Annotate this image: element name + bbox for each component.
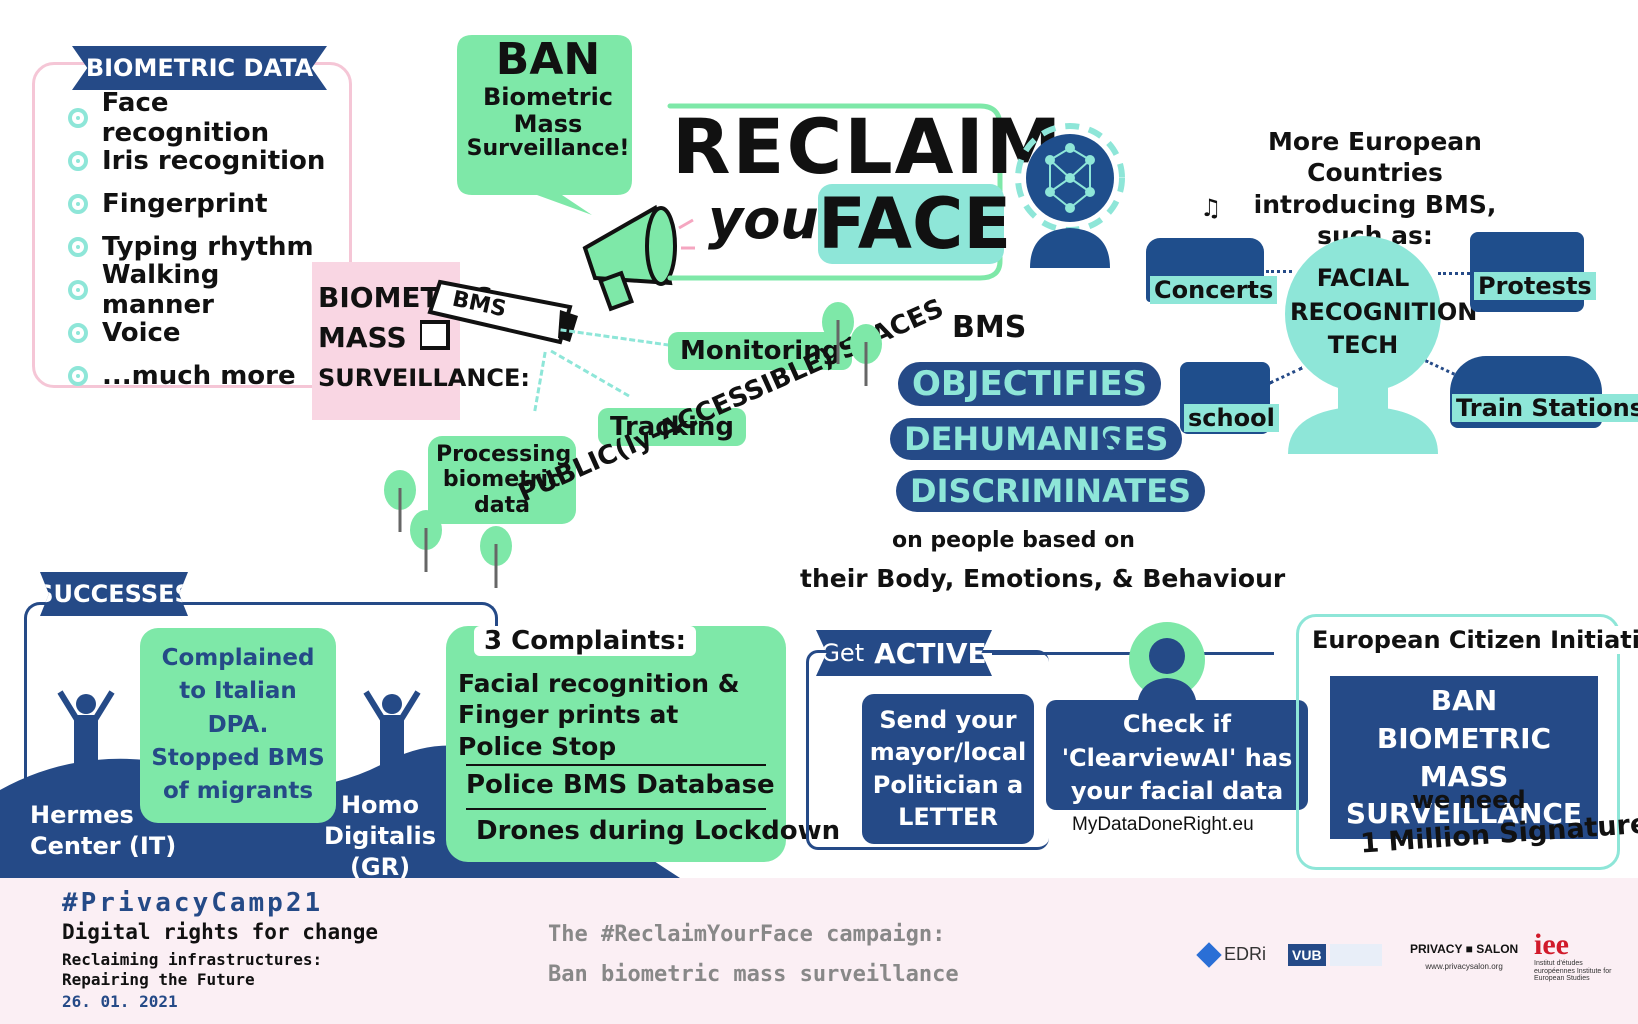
list-item: Iris recognition [68, 139, 338, 182]
headline-reclaim: RECLAIM [672, 102, 1064, 191]
clearview-card: Check if 'ClearviewAI' has your facial d… [1046, 700, 1308, 810]
spiral-bullet-icon [68, 236, 88, 257]
head-network-icon [1015, 123, 1125, 268]
successes-bubble: Complained to Italian DPA. Stopped BMS o… [140, 628, 336, 823]
footer-sub2: Repairing the Future [62, 970, 255, 989]
spiral-bullet-icon [68, 150, 88, 171]
hermes-label: Hermes Center (IT) [30, 801, 177, 861]
biometric-data-list: Face recognition Iris recognition Finger… [68, 88, 338, 397]
effect-amp: & [1100, 426, 1127, 461]
footer-date: 26. 01. 2021 [62, 992, 178, 1011]
edri-logo: EDRi [1196, 941, 1266, 968]
campaign-line1: The #ReclaimYourFace campaign: [548, 922, 946, 947]
effects-line2: their Body, Emotions, & Behaviour [800, 564, 1286, 593]
tracking-label: Tracking [598, 408, 746, 446]
tree-icon [384, 470, 416, 532]
complaints-box [446, 626, 786, 862]
fr-tech-head-icon [1285, 236, 1441, 454]
tree-icon [850, 324, 882, 386]
complaint-divider [466, 808, 766, 810]
iee-logo: iee Institut d'études européennes Instit… [1534, 928, 1612, 983]
get-active-title: Get ACTIVE [816, 630, 992, 676]
complaint-item: Police BMS Database [466, 770, 775, 800]
european-heading: More European Countries introducing BMS,… [1253, 127, 1497, 250]
headline-face: FACE [818, 183, 1012, 265]
list-item: Face recognition [68, 88, 338, 148]
school-label: school [1184, 404, 1279, 432]
ban-bubble-text: BAN Biometric Mass Surveillance! [466, 34, 630, 162]
successes-title: SUCCESSES [40, 572, 188, 616]
mydata-link[interactable]: MyDataDoneRight.eu [1072, 814, 1254, 835]
spiral-bullet-icon [68, 193, 88, 214]
edri-diamond-icon [1196, 941, 1222, 968]
camera-icon [420, 279, 578, 350]
train-label: Train Stations [1452, 394, 1638, 422]
effects-line1: on people based on [892, 528, 1135, 553]
spiral-bullet-icon [68, 107, 88, 128]
dashed-connector [550, 349, 630, 398]
eci-title: European Citizen Initiative [1306, 626, 1638, 654]
list-item: ...much more [68, 354, 338, 397]
effect-objectifies: OBJECTIFIES [898, 362, 1162, 406]
effect-dehumanises: DEHUMANISES [890, 418, 1183, 460]
dotted-connector [1438, 272, 1470, 275]
spiral-bullet-icon [68, 279, 88, 300]
list-item: Voice [68, 311, 338, 354]
homo-label: Homo Digitalis (GR) [324, 791, 436, 882]
dotted-connector [1266, 270, 1292, 273]
list-item: Walking manner [68, 260, 338, 320]
privacy-salon-mark: ■ [1465, 942, 1473, 956]
concerts-label: Concerts [1150, 276, 1278, 304]
complaint-item: Drones during Lockdown [476, 816, 841, 846]
footer-tagline: Digital rights for change [62, 920, 379, 944]
person-cheer-icon [363, 690, 421, 788]
processing-label: Processing biometric data [428, 436, 576, 524]
list-item: Typing rhythm [68, 225, 338, 268]
sign-post [1556, 760, 1564, 790]
ban-speech-bubble [457, 35, 632, 215]
complaint-divider [466, 764, 766, 766]
tree-icon [822, 302, 854, 364]
spiral-bullet-icon [68, 322, 88, 343]
monitoring-label: Monitoring [668, 332, 853, 370]
music-note-icon: ♫ [1200, 194, 1222, 222]
letter-card: Send your mayor/local Politician a LETTE… [862, 694, 1034, 844]
sign-post [1364, 760, 1372, 790]
tree-icon [480, 526, 512, 588]
privacy-salon-logo: PRIVACY ■ SALON www.privacysalon.org [1410, 942, 1519, 971]
tree-icon [410, 510, 442, 572]
list-item: Fingerprint [68, 182, 338, 225]
fr-tech-label: FACIAL RECOGNITION TECH [1290, 264, 1478, 360]
complaint-item: Facial recognition & Finger prints at Po… [458, 669, 740, 761]
megaphone-icon [582, 204, 695, 312]
campaign-line2: Ban biometric mass surveillance [548, 962, 959, 987]
person-avatar-icon [1129, 622, 1205, 710]
signatures-line1: we need [1412, 786, 1526, 814]
biometric-data-title: BIOMETRIC DATA [72, 46, 327, 90]
vub-logo: VUB [1288, 944, 1382, 966]
protests-label: Protests [1474, 272, 1596, 300]
eci-frame [1296, 614, 1620, 870]
footer-sub1: Reclaiming infrastructures: [62, 950, 323, 969]
eci-ban-sign: BAN BIOMETRIC MASS SURVEILLANCE [1330, 676, 1598, 840]
footer-hashtag: #PrivacyCamp21 [62, 888, 324, 918]
complaints-title: 3 Complaints: [474, 626, 696, 656]
vub-mark [1329, 944, 1382, 966]
bms-effects-heading: BMS [952, 310, 1027, 345]
person-cheer-icon [57, 690, 115, 788]
effect-discriminates: DISCRIMINATES [896, 470, 1206, 512]
spiral-bullet-icon [68, 365, 88, 386]
